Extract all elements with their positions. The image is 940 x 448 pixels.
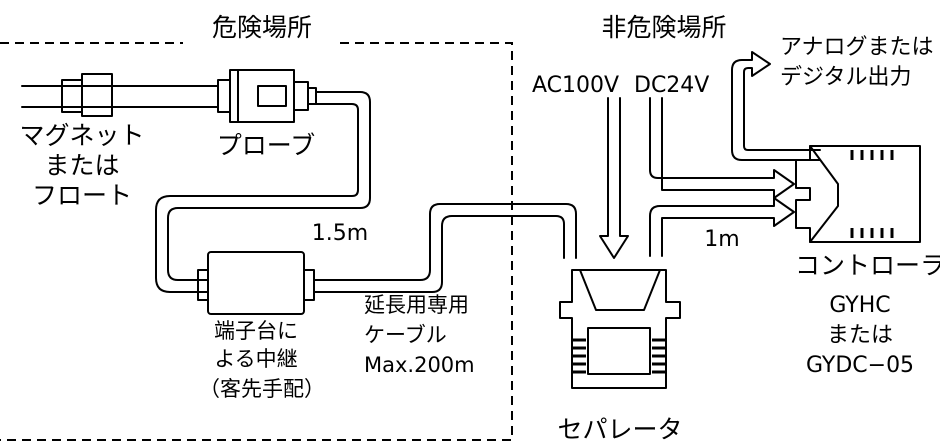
junction-label-line2: よる中継 [214,347,297,371]
separator-unit [559,269,681,389]
junction-box [197,251,315,315]
controller-model-line2: または [827,323,893,348]
controller-cable-length: 1m [704,227,739,252]
controller-model-line1: GYHC [829,293,890,318]
probe [217,69,317,123]
magnet-float-label-line2: または [44,151,119,180]
dc-power-label: DC24V [634,73,709,98]
output-label-line1: アナログまたは [780,35,934,60]
output-arrow [731,51,821,161]
junction-label-line1: 端子台に [214,319,298,343]
controller-label: コントローラ [795,251,940,280]
probe-label: プローブ [217,131,316,160]
hazardous-zone-boundary [0,42,513,441]
controller-unit [795,145,921,243]
hazardous-zone-title: 危険場所 [212,13,312,42]
extension-cable-label-line2: ケーブル [364,323,447,347]
probe-cable-length: 1.5m [312,221,368,246]
output-label-line2: デジタル出力 [780,65,912,90]
controller-model-line3: GYDC−05 [806,353,914,378]
separator-label: セパレータ [557,415,682,444]
probe-cable-inner [155,103,359,293]
magnet-float-rod [21,73,219,117]
ac-power-label: AC100V [532,73,619,98]
extension-cable-label-line3: Max.200m [364,353,475,377]
extension-cable-inner [313,215,565,293]
extension-cable [313,203,577,281]
magnet-float-label-line1: マグネット [19,121,144,150]
junction-label-line3: （客先手配） [199,377,325,401]
magnet-float-label-line3: フロート [32,181,132,210]
probe-cable [167,91,371,281]
ac-power-arrow [599,97,629,259]
extension-cable-label-line1: 延長用専用 [364,293,469,317]
dc-power-arrow [649,97,795,199]
controller-cable-arrow [649,197,795,257]
non-hazardous-zone-title: 非危険場所 [601,13,726,42]
